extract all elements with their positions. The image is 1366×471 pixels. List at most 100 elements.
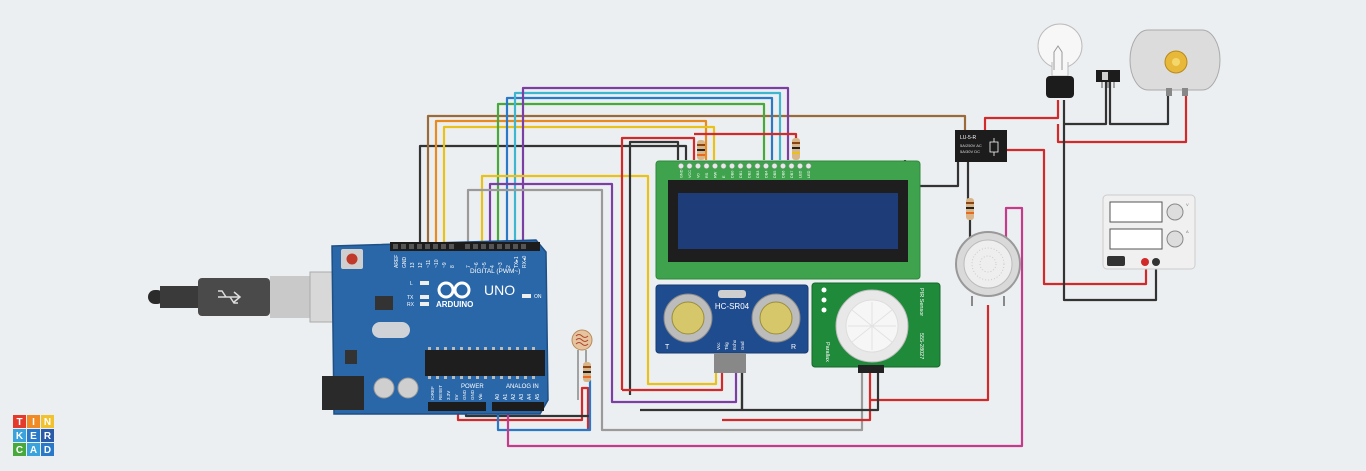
terminal-positive[interactable]: [1141, 258, 1149, 266]
wire-red-5v-bus[interactable]: [456, 386, 590, 430]
lcd-pin[interactable]: [737, 163, 744, 169]
light-bulb[interactable]: [1037, 23, 1083, 98]
power-pin-label: GND: [470, 389, 475, 400]
gas-sensor[interactable]: [955, 231, 1021, 306]
power-label: POWER: [461, 384, 484, 390]
arduino-brand: ARDUINO: [436, 300, 473, 309]
relay[interactable]: LU-5-R 5A/250V AC 5A/30V DC: [955, 130, 1007, 162]
lcd-pin[interactable]: [805, 163, 812, 169]
logo-tile: [41, 415, 54, 428]
current-knob[interactable]: [1166, 230, 1184, 248]
wire-red-relay-lamp[interactable]: [983, 100, 1060, 130]
wire-black-switch-motor[interactable]: [1108, 80, 1170, 126]
analog-label: ANALOG IN: [506, 384, 539, 390]
wire-cyan-3[interactable]: [513, 91, 782, 245]
wire-brown-13[interactable]: [426, 114, 967, 245]
ldr-trace: [575, 334, 589, 346]
logo-letter: N: [44, 417, 51, 428]
pir-sensor[interactable]: PIR Sensor 555-28027 Parallax: [811, 282, 941, 373]
terminal-negative[interactable]: [1152, 258, 1160, 266]
lcd-pin[interactable]: [712, 163, 718, 169]
wire-orange-12[interactable]: [434, 119, 708, 245]
wire-black-motor-ps[interactable]: [1062, 124, 1158, 302]
lcd-pin[interactable]: [729, 163, 735, 169]
voltage-knob-label: V: [1186, 202, 1189, 207]
digital-pin-label: ~9: [442, 262, 448, 268]
lcd-pin[interactable]: [771, 163, 778, 169]
atmega-pins: [428, 347, 535, 379]
wire-red-pir[interactable]: [722, 372, 872, 422]
lcd-pin[interactable]: [720, 163, 727, 169]
wire-black-gnd-lcd[interactable]: [418, 144, 688, 245]
logo-letter: D: [44, 445, 51, 456]
analog-pin-label: A3: [519, 394, 525, 400]
lcd-pin[interactable]: [788, 163, 795, 169]
power-supply[interactable]: V A: [1102, 194, 1196, 270]
digital-header-label: DIGITAL (PWM~): [470, 268, 520, 275]
wire-red-5v-sensors[interactable]: [622, 372, 724, 392]
lcd-pin[interactable]: [695, 163, 701, 169]
wire-red-gas[interactable]: [870, 305, 990, 402]
digital-pin-label: 8: [450, 265, 456, 268]
lcd-pin[interactable]: [678, 163, 684, 169]
lcd-pin-label: RS: [705, 172, 709, 178]
usb-cable[interactable]: [148, 271, 339, 323]
lcd-pin[interactable]: [686, 163, 693, 169]
lcd-pin-label: LED: [807, 170, 811, 178]
wire-yellow-11[interactable]: [442, 125, 716, 245]
lcd-pin-label: DB4: [765, 171, 769, 178]
power-pin-label: 3.3V: [446, 391, 451, 400]
voltage-display: [1109, 201, 1163, 223]
resistor-ldr[interactable]: [583, 362, 591, 382]
voltage-knob[interactable]: [1166, 203, 1184, 221]
switch-slider[interactable]: [1102, 72, 1108, 80]
pir-jumper-1: [821, 287, 827, 293]
resistor-gas[interactable]: [966, 198, 974, 220]
lcd-pin[interactable]: [703, 163, 710, 169]
power-pin-label: GND: [462, 389, 467, 400]
usb-chip: [375, 296, 393, 310]
ultrasonic-pin-label: Vcc: [716, 342, 721, 350]
led-l: [420, 281, 429, 285]
wire-purple-6[interactable]: [488, 182, 738, 404]
logo-tile: [41, 429, 54, 442]
lcd-pin[interactable]: [763, 163, 769, 169]
lcd-pin-label: DB2: [748, 171, 752, 178]
wire-black-lcd-gnd2[interactable]: [628, 140, 680, 395]
wire-magenta-a2[interactable]: [506, 206, 1024, 448]
photoresistor[interactable]: [571, 329, 593, 400]
wire-blue-a1[interactable]: [496, 380, 592, 432]
wire-black-lamp-switch[interactable]: [1062, 80, 1108, 126]
analog-pin-label: A0: [495, 394, 501, 400]
resistor-lcd-contrast[interactable]: [697, 140, 705, 160]
wire-red-lcd-vcc[interactable]: [620, 136, 696, 390]
wire-green-5[interactable]: [496, 102, 766, 245]
lcd-pin[interactable]: [754, 163, 761, 169]
slide-switch[interactable]: [1096, 70, 1120, 88]
lcd-pin[interactable]: [797, 163, 803, 169]
lcd-pin[interactable]: [780, 163, 786, 169]
wire-yellow-7[interactable]: [480, 174, 718, 386]
resistor-lcd-backlight[interactable]: [792, 138, 800, 160]
led-on: [522, 294, 531, 298]
wire-red-motor-ps[interactable]: [1056, 95, 1188, 144]
reset-button[interactable]: [346, 253, 358, 265]
power-switch[interactable]: [1107, 256, 1125, 266]
lcd-pin[interactable]: [746, 163, 752, 169]
wire-black-gnd-pir[interactable]: [742, 372, 880, 412]
wire-red-relay-ps[interactable]: [1000, 148, 1148, 286]
relay-rating-2: 5A/30V DC: [960, 149, 980, 154]
wire-purple-2[interactable]: [521, 86, 790, 245]
wire-blue-4[interactable]: [505, 96, 774, 245]
ultrasonic-t-mark: T: [665, 344, 670, 351]
pir-pins: [858, 365, 884, 373]
arduino-model: UNO: [484, 282, 515, 298]
dc-motor[interactable]: [1129, 29, 1221, 96]
